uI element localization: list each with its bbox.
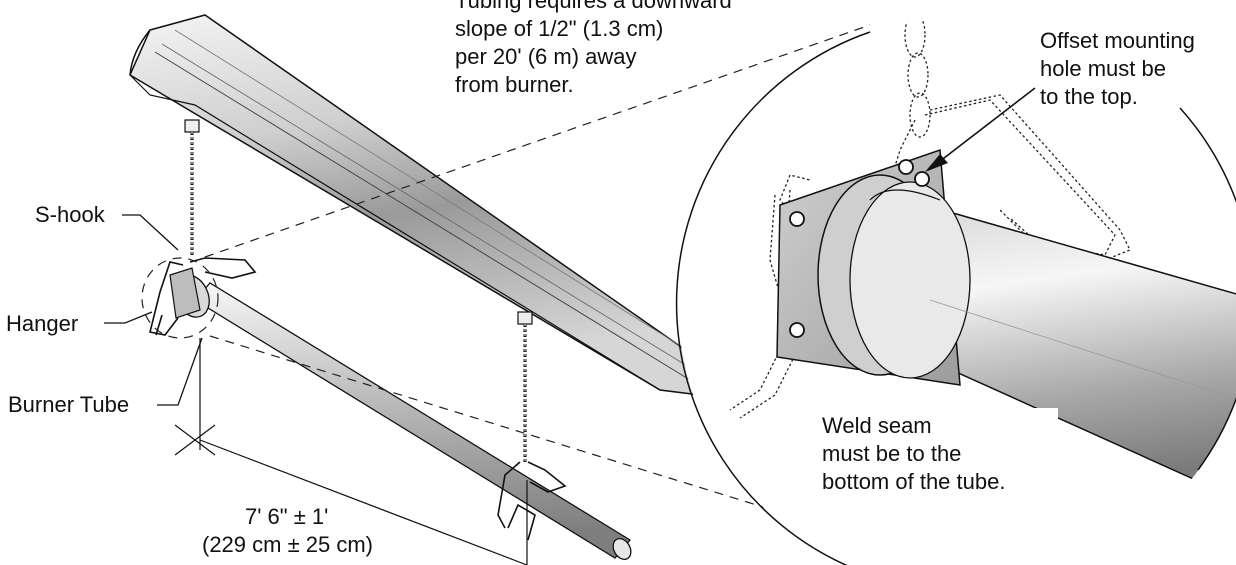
- mounting-hole: [789, 322, 805, 338]
- dimension-imperial: 7' 6" ± 1': [245, 504, 328, 529]
- slope-note: Tubing requires a downward slope of 1/2"…: [455, 0, 732, 97]
- slope-note-line-2: slope of 1/2" (1.3 cm): [455, 16, 663, 41]
- offset-arrow: [925, 87, 1036, 172]
- chain-right: [517, 311, 533, 462]
- burner-tube: [169, 267, 632, 560]
- weld-note: Weld seam must be to the bottom of the t…: [822, 413, 1005, 494]
- s-hook-label: S-hook: [35, 202, 106, 227]
- slope-note-line-4: from burner.: [455, 72, 574, 97]
- offset-mounting-hole: [914, 171, 930, 187]
- offset-note-line-3: to the top.: [1040, 84, 1138, 109]
- offset-note-line-1: Offset mounting: [1040, 28, 1195, 53]
- hanger-left: [149, 257, 257, 336]
- dimension-metric: (229 cm ± 25 cm): [202, 532, 373, 557]
- detail-ellipse: [141, 257, 219, 339]
- leader-lines: [104, 214, 203, 406]
- mounting-hole: [789, 211, 805, 227]
- dimension-lines: [174, 338, 528, 565]
- weld-note-line-3: bottom of the tube.: [822, 469, 1005, 494]
- hanger-label: Hanger: [6, 311, 78, 336]
- burner-tube-label: Burner Tube: [8, 392, 129, 417]
- offset-note: Offset mounting hole must be to the top.: [1040, 28, 1195, 109]
- ceiling-beam: [129, 14, 701, 396]
- mounting-hole: [898, 159, 914, 175]
- weld-note-line-2: must be to the: [822, 441, 961, 466]
- slope-note-line-1: Tubing requires a downward: [455, 0, 732, 13]
- slope-note-line-3: per 20' (6 m) away: [455, 44, 637, 69]
- offset-note-line-2: hole must be: [1040, 56, 1166, 81]
- projection-lines: [204, 24, 871, 541]
- chain-left: [184, 119, 200, 255]
- weld-note-line-1: Weld seam: [822, 413, 932, 438]
- dimension-label: 7' 6" ± 1' (229 cm ± 25 cm): [202, 504, 373, 557]
